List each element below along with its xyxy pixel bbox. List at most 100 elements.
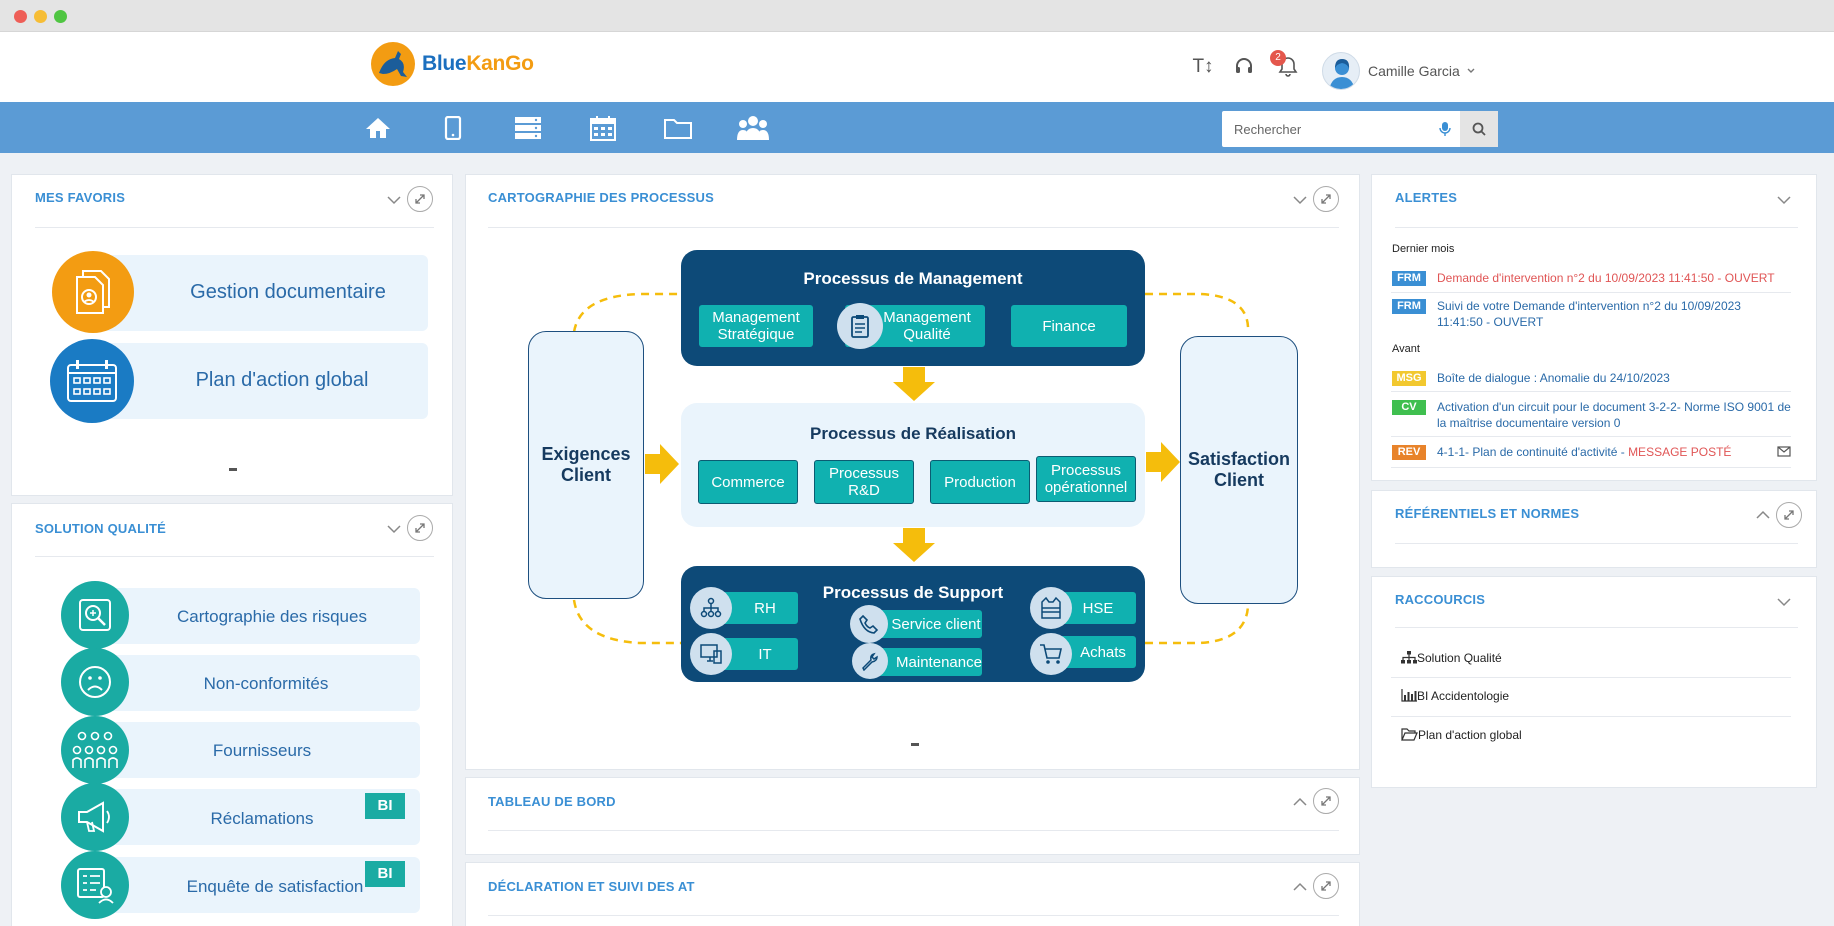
favori-item-plan-action[interactable] bbox=[100, 343, 428, 419]
kangaroo-logo-icon bbox=[371, 42, 415, 86]
chevron-up-icon[interactable] bbox=[1292, 879, 1308, 895]
alert-link[interactable]: Boîte de dialogue : Anomalie du 24/10/20… bbox=[1437, 371, 1670, 385]
alert-status: MESSAGE POSTÉ bbox=[1628, 445, 1732, 459]
close-window-button[interactable] bbox=[14, 10, 27, 23]
microphone-icon[interactable] bbox=[1439, 121, 1451, 137]
resize-handle[interactable] bbox=[911, 743, 919, 746]
shortcut-label: Plan d'action global bbox=[1418, 728, 1522, 742]
server-icon[interactable] bbox=[512, 112, 544, 144]
avatar bbox=[1322, 52, 1360, 90]
shortcut-label: BI Accidentologie bbox=[1417, 689, 1510, 703]
production-button[interactable]: Production bbox=[930, 460, 1030, 504]
processus-rd-button[interactable]: Processus R&D bbox=[814, 460, 914, 504]
notification-badge: 2 bbox=[1270, 50, 1286, 66]
panel-title: TABLEAU DE BORD bbox=[488, 794, 616, 809]
management-strategique-button[interactable]: Management Stratégique bbox=[699, 305, 813, 347]
solution-label: Enquête de satisfaction bbox=[186, 877, 364, 896]
favori-label: Gestion documentaire bbox=[190, 281, 386, 303]
expand-icon bbox=[1321, 796, 1331, 806]
chevron-up-icon[interactable] bbox=[1755, 507, 1771, 523]
folder-icon[interactable] bbox=[662, 112, 694, 144]
shortcut-solution-qualite[interactable]: Solution Qualité bbox=[1401, 651, 1502, 665]
search-input[interactable] bbox=[1222, 111, 1458, 147]
chevron-down-icon[interactable] bbox=[1776, 192, 1792, 208]
calendar-icon[interactable] bbox=[587, 112, 619, 144]
shortcut-bi-accidentologie[interactable]: BI Accidentologie bbox=[1401, 689, 1509, 703]
search-button[interactable] bbox=[1460, 111, 1498, 147]
resize-handle[interactable] bbox=[229, 468, 237, 471]
bi-badge[interactable]: BI bbox=[365, 793, 405, 819]
headset-icon[interactable] bbox=[1231, 54, 1257, 80]
chevron-down-icon[interactable] bbox=[1292, 192, 1308, 208]
processus-operationnel-button[interactable]: Processus opérationnel bbox=[1036, 456, 1136, 502]
panel-title: MES FAVORIS bbox=[35, 190, 126, 205]
user-menu[interactable]: Camille Garcia bbox=[1322, 52, 1476, 90]
shortcut-plan-action[interactable]: Plan d'action global bbox=[1401, 728, 1522, 742]
chevron-up-icon[interactable] bbox=[1292, 794, 1308, 810]
alert-link[interactable]: Demande d'intervention n°2 du 10/09/2023… bbox=[1437, 271, 1775, 285]
expand-button[interactable] bbox=[407, 186, 433, 212]
panel-title: CARTOGRAPHIE DES PROCESSUS bbox=[488, 190, 714, 205]
arrow-down bbox=[893, 528, 935, 562]
bar-chart-icon bbox=[1401, 689, 1417, 702]
expand-icon bbox=[415, 523, 425, 533]
alert-link[interactable]: Suivi de votre Demande d'intervention n°… bbox=[1437, 299, 1741, 329]
logo-text: BlueKanGo bbox=[422, 52, 534, 75]
finance-button[interactable]: Finance bbox=[1011, 305, 1127, 347]
alert-section-label: Dernier mois bbox=[1392, 243, 1455, 255]
bi-badge[interactable]: BI bbox=[365, 861, 405, 887]
main-navbar bbox=[0, 102, 1834, 153]
expand-icon bbox=[1321, 194, 1331, 204]
arrow-right bbox=[1146, 442, 1180, 482]
minimize-window-button[interactable] bbox=[34, 10, 47, 23]
envelope-icon[interactable] bbox=[1777, 446, 1791, 457]
favoris-panel: MES FAVORIS Gestion documentaire Plan d'… bbox=[11, 174, 453, 496]
chevron-down-icon[interactable] bbox=[386, 521, 402, 537]
block-title: Processus de Réalisation bbox=[810, 424, 1016, 443]
megaphone-icon bbox=[61, 783, 129, 851]
users-icon[interactable] bbox=[737, 112, 769, 144]
favori-item-gestion-documentaire[interactable] bbox=[100, 255, 428, 331]
solution-item-non-conformites[interactable] bbox=[98, 655, 420, 711]
alertes-panel: ALERTES bbox=[1371, 174, 1817, 481]
alert-tag: CV bbox=[1392, 400, 1426, 415]
window-titlebar bbox=[0, 0, 1834, 32]
alert-link[interactable]: 4-1-1- Plan de continuité d'activité - M… bbox=[1437, 444, 1767, 460]
expand-button[interactable] bbox=[407, 515, 433, 541]
text-size-icon[interactable]: T↕ bbox=[1192, 56, 1214, 77]
panel-title: RACCOURCIS bbox=[1395, 592, 1486, 607]
maximize-window-button[interactable] bbox=[54, 10, 67, 23]
shortcut-label: Solution Qualité bbox=[1417, 651, 1502, 665]
expand-button[interactable] bbox=[1313, 186, 1339, 212]
solution-item-fournisseurs[interactable] bbox=[98, 722, 420, 778]
computer-icon bbox=[690, 633, 732, 675]
alert-link[interactable]: Activation d'un circuit pour le document… bbox=[1437, 400, 1791, 430]
chevron-down-icon[interactable] bbox=[386, 192, 402, 208]
service-client-button[interactable]: Service client bbox=[872, 610, 982, 638]
people-group-icon bbox=[61, 716, 129, 784]
exigences-client-box[interactable]: Exigences Client bbox=[528, 331, 644, 599]
expand-button[interactable] bbox=[1776, 502, 1802, 528]
tablet-icon[interactable] bbox=[437, 112, 469, 144]
chevron-down-icon[interactable] bbox=[1776, 594, 1792, 610]
survey-icon bbox=[61, 851, 129, 919]
user-name: Camille Garcia bbox=[1368, 63, 1460, 79]
alert-tag: REV bbox=[1392, 445, 1426, 460]
solution-label: Cartographie des risques bbox=[177, 607, 367, 626]
alert-text: 4-1-1- Plan de continuité d'activité - bbox=[1437, 445, 1629, 459]
maintenance-button[interactable]: Maintenance bbox=[872, 648, 982, 676]
app-header: BlueKanGo T↕ 2 Camille Garcia bbox=[0, 32, 1834, 102]
chevron-down-icon bbox=[1467, 68, 1475, 73]
calendar-checklist-icon bbox=[50, 339, 134, 423]
expand-button[interactable] bbox=[1313, 873, 1339, 899]
expand-icon bbox=[1321, 881, 1331, 891]
arrow-right bbox=[645, 444, 679, 484]
solution-item-risques[interactable] bbox=[98, 588, 420, 644]
commerce-button[interactable]: Commerce bbox=[698, 460, 798, 504]
expand-button[interactable] bbox=[1313, 788, 1339, 814]
satisfaction-client-box[interactable]: Satisfaction Client bbox=[1180, 336, 1298, 604]
logo[interactable]: BlueKanGo bbox=[370, 40, 534, 88]
search-icon bbox=[1472, 122, 1486, 136]
phone-icon bbox=[850, 605, 888, 643]
home-icon[interactable] bbox=[362, 112, 394, 144]
